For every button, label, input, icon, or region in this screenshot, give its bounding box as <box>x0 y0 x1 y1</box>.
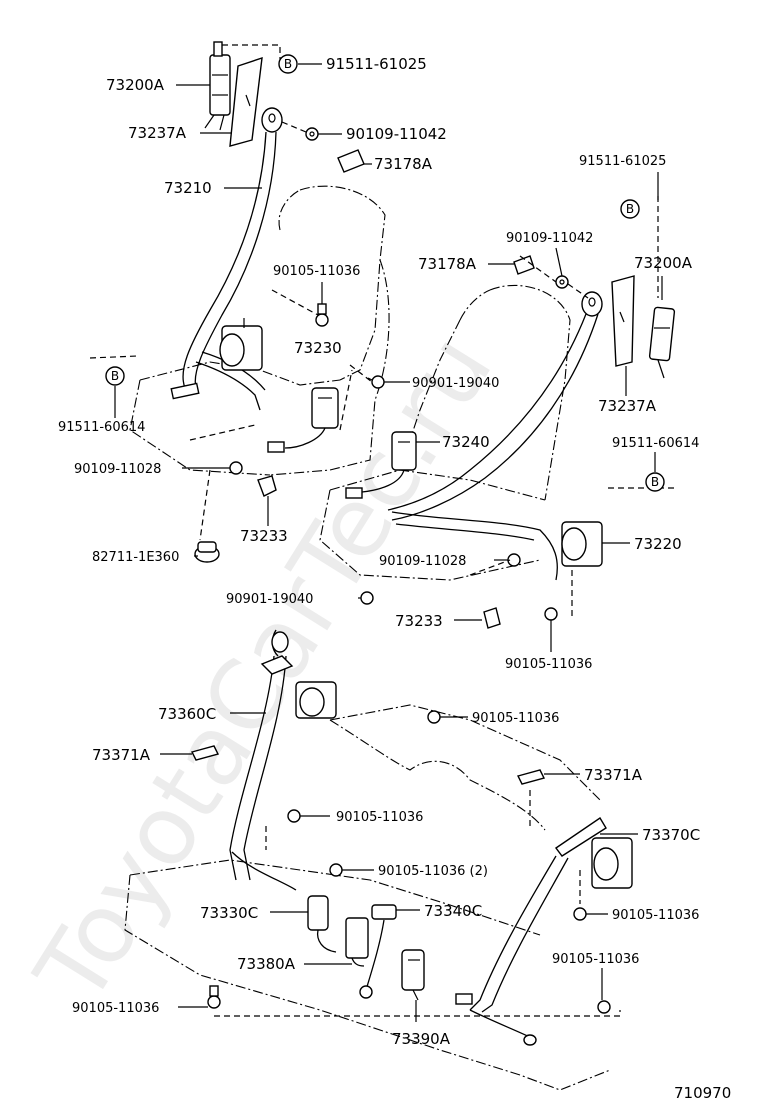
bolt-90105-11036-e <box>329 863 343 877</box>
callout-73200A-left: 73200A <box>106 76 165 94</box>
guide-lines-rear <box>214 790 621 1017</box>
callout-73230: 73230 <box>294 339 342 357</box>
callout-73340C: 73340C <box>424 902 482 920</box>
callout-91511-60614-right: 91511-60614 <box>612 436 699 451</box>
belt-73210 <box>170 131 277 411</box>
bolt-90105-11036-c <box>427 710 441 724</box>
callout-90105-11036-h: 90105-11036 <box>72 1001 159 1016</box>
callout-73371A-left: 73371A <box>92 746 151 764</box>
belt-73380A <box>345 917 369 967</box>
callout-73210: 73210 <box>164 179 212 197</box>
bolt-90105-11036-d <box>287 809 301 823</box>
part-73200A-left <box>204 41 231 131</box>
callout-73237A-left: 73237A <box>128 124 187 142</box>
bolt-90901-19040-b <box>360 591 374 605</box>
figure-code: 710970 <box>674 1084 731 1102</box>
callout-90901-19040-a: 90901-19040 <box>412 376 499 391</box>
callout-90109-11042-right: 90109-11042 <box>506 231 593 246</box>
retractor-73220 <box>561 521 603 567</box>
callout-90105-11036-a: 90105-11036 <box>273 264 360 279</box>
callout-90901-19040-b: 90901-19040 <box>226 592 313 607</box>
callout-82711-1E360: 82711-1E360 <box>92 550 179 565</box>
callout-73200A-right: 73200A <box>634 254 693 272</box>
bracket-73371A-right <box>516 769 546 785</box>
cap-73178A-right <box>513 255 535 275</box>
callout-90109-11028-left: 90109-11028 <box>74 462 161 477</box>
callout-90105-11036-f: 90105-11036 <box>612 908 699 923</box>
front-right-seat <box>319 284 571 581</box>
callout-labels: 73200A 91511-61025 73237A 90109-11042 73… <box>58 55 731 1102</box>
retractor-left <box>219 318 263 371</box>
buckle-73330C <box>307 895 337 953</box>
leader-lines <box>114 63 663 1022</box>
callout-73330C: 73330C <box>200 904 258 922</box>
callout-73233-right: 73233 <box>395 612 443 630</box>
cap-82711-1E360 <box>194 541 220 563</box>
buckle-73240 <box>345 431 417 499</box>
buckle-73390A <box>401 949 425 1001</box>
svg-text:B: B <box>651 475 659 489</box>
callout-91511-61025-right: 91511-61025 <box>579 154 666 169</box>
callout-90105-11036-e: 90105-11036 (2) <box>378 864 488 879</box>
bolt-90105-11036-a <box>315 303 329 327</box>
callout-73380A: 73380A <box>237 955 296 973</box>
buckle-73230 <box>267 369 353 453</box>
callout-73371A-right: 73371A <box>584 766 643 784</box>
b-marker-top: B <box>278 54 298 74</box>
bolt-90105-11036-h <box>207 985 221 1009</box>
callout-90109-11028-right: 90109-11028 <box>379 554 466 569</box>
callout-73237A-right: 73237A <box>598 397 657 415</box>
cover-73233-right <box>483 607 501 629</box>
part-73200A-right <box>648 306 676 379</box>
shoulder-anchor-left <box>261 107 283 133</box>
belt-73370C <box>455 817 633 1046</box>
bolt-90105-11036-g <box>597 1000 611 1014</box>
cover-73233-left <box>257 475 277 497</box>
belt-73360C <box>229 629 337 891</box>
callout-73390A: 73390A <box>392 1030 451 1048</box>
callout-90105-11036-c: 90105-11036 <box>472 711 559 726</box>
callout-73220: 73220 <box>634 535 682 553</box>
b-marker-right-top: B <box>620 199 640 219</box>
bolt-90105-11036-b <box>544 607 558 621</box>
callout-90109-11042-left: 90109-11042 <box>346 125 447 143</box>
guide-lines-right <box>469 196 676 618</box>
part-73237A-right <box>611 275 635 367</box>
svg-text:B: B <box>626 202 634 216</box>
guide-lines-left <box>89 44 373 541</box>
bolt-90109-11028-left <box>229 461 243 475</box>
callout-73233-left: 73233 <box>240 527 288 545</box>
callout-91511-61025-top: 91511-61025 <box>326 55 427 73</box>
bolt-90109-11042-right <box>555 275 569 289</box>
svg-text:B: B <box>284 57 292 71</box>
buckle-73340C <box>359 904 397 999</box>
part-73237A-left <box>229 56 263 147</box>
callout-73240: 73240 <box>442 433 490 451</box>
callout-90105-11036-d: 90105-11036 <box>336 810 423 825</box>
b-marker-left: B <box>105 366 125 386</box>
callout-73178A-left: 73178A <box>374 155 433 173</box>
bolt-90901-19040-a <box>367 375 385 389</box>
belt-right <box>387 313 599 581</box>
svg-text:B: B <box>111 369 119 383</box>
callout-91511-60614-left: 91511-60614 <box>58 420 145 435</box>
bolt-90105-11036-f <box>573 907 587 921</box>
callout-90105-11036-g: 90105-11036 <box>552 952 639 967</box>
callout-73178A-right: 73178A <box>418 255 477 273</box>
callout-73370C: 73370C <box>642 826 700 844</box>
callout-90105-11036-b: 90105-11036 <box>505 657 592 672</box>
bolt-90109-11042-left <box>305 127 319 141</box>
callout-73360C: 73360C <box>158 705 216 723</box>
cap-73178A-left <box>337 149 365 173</box>
bracket-73371A-left <box>190 745 220 761</box>
b-marker-right-mid: B <box>645 472 665 492</box>
